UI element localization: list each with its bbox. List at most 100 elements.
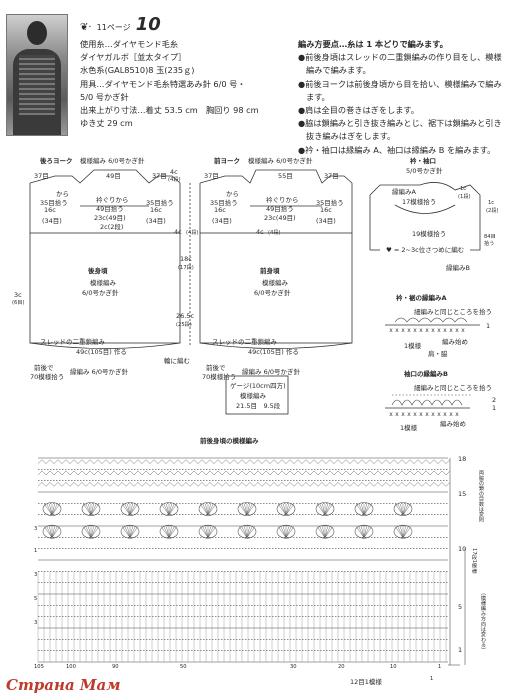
edging-b-row1: 1 <box>492 404 497 412</box>
chart-shell-stitch <box>90 503 94 516</box>
instruction-line: ます。 <box>306 91 330 102</box>
chart-shell-stitch <box>363 503 367 516</box>
front-body-outline <box>199 232 353 344</box>
collar-pick17: 17模様拾う <box>402 198 437 206</box>
chart-shell-stitch <box>207 526 214 538</box>
front-thread: スレッドの二重鎖編み <box>212 338 277 346</box>
chart-shell-stitch <box>402 503 411 516</box>
chart-shell-stitch <box>85 526 92 538</box>
front-width-55: 55目 <box>278 172 293 180</box>
front-bottom-a: 前後で <box>206 364 226 372</box>
chart-shell-stitch <box>356 503 365 516</box>
collar-hook: 5/0号かぎ針 <box>406 167 443 175</box>
instructions-block: 編み方要点…糸は 1 本どりで編みます。 ●前後身頃はスレッドの二重鎖編みの作り… <box>298 38 502 157</box>
chart-shell-motif <box>120 524 140 539</box>
chart-shell-stitch <box>363 503 372 516</box>
page-ref: 11ページ <box>96 23 131 32</box>
front-left-b: 16c <box>214 206 226 214</box>
edging-b-start: 編み始め <box>440 420 466 428</box>
chart-shell-stitch <box>361 526 365 538</box>
chart-shell-motif <box>354 524 374 539</box>
chart-shell-stitch <box>205 503 209 516</box>
pattern-number: 10 <box>135 14 161 35</box>
collar-edge-a: 縁編みA <box>392 188 416 196</box>
front-depth-rows: (4段) <box>268 230 281 236</box>
chart-tick: 10 <box>390 664 397 670</box>
materials-line: 出来上がり寸法…着丈 53.5 cm 胸回り 98 cm <box>80 105 259 116</box>
back-body-outline <box>29 232 181 344</box>
chart-shell-stitch <box>324 503 328 516</box>
chart-shell-stitch <box>49 503 53 516</box>
chart-shell-motif <box>159 524 179 539</box>
front-right-c: (34目) <box>316 217 336 225</box>
chart-zigzag-row <box>37 459 451 464</box>
chart-shell-motif <box>42 524 62 539</box>
edging-a-shoulder: 肩・脇 <box>428 350 448 358</box>
chart-shell-motif <box>393 524 413 539</box>
chart-shell-stitch <box>283 503 287 516</box>
chart-shell-stitch <box>202 503 209 516</box>
watermark-logo: Страна Мам <box>6 676 121 694</box>
chart-shell-stitch <box>129 526 133 538</box>
chart-shell-stitch <box>163 526 170 538</box>
ring-note: 輪に編む <box>164 357 190 365</box>
front-right-b: 16c <box>320 206 332 214</box>
chart-shell-stitch <box>363 526 370 538</box>
chart-shell-stitch <box>402 526 411 538</box>
chart-shell-stitch <box>51 526 55 538</box>
chart-shell-stitch <box>241 503 248 516</box>
chart-shell-motif <box>81 524 101 539</box>
back-right-a: 35目拾う <box>146 199 174 207</box>
chart-shell-stitch <box>46 503 53 516</box>
chart-shell-stitch <box>83 503 92 516</box>
front-mid-a: 衿ぐりから <box>266 196 299 204</box>
collar-r84b: 拾う <box>484 241 495 247</box>
chart-shell-stitch <box>205 526 209 538</box>
chart-row-5: 5 <box>458 603 463 611</box>
measure-depth: 4c <box>174 228 182 236</box>
chart-shell-stitch <box>239 503 248 516</box>
chart-shell-stitch <box>324 503 331 516</box>
chart-shell-stitch <box>246 526 253 538</box>
materials-line: 5/0 号かぎ針 <box>80 91 129 102</box>
page-header: ❦· 11ページ 10 <box>80 14 161 35</box>
chart-shell-stitch <box>200 526 209 538</box>
chart-shell-stitch <box>166 526 170 538</box>
back-base: 49c(105目) 作る <box>76 348 127 356</box>
chart-shell-stitch <box>239 526 248 538</box>
back-width-37: 37目 <box>152 172 167 180</box>
chart-shell-stitch <box>44 503 53 516</box>
edging-b-unit: 1模様 <box>400 424 418 432</box>
chart-shell-stitch <box>278 503 287 516</box>
front-left-c: (34目) <box>212 217 232 225</box>
chart-shell-stitch <box>168 526 175 538</box>
edging-a-title: 衿・裾の縁編みA <box>396 294 447 302</box>
chart-shell-stitch <box>202 526 209 538</box>
measure-18: 18c <box>180 255 192 263</box>
chart-shell-stitch <box>358 503 365 516</box>
chart-shell-stitch <box>244 526 248 538</box>
collar-note: ♥ = 2~3c位さつめに編む <box>386 246 465 254</box>
chart-shell-stitch <box>168 503 172 516</box>
gauge-title: ゲージ(10cm四方) <box>230 382 286 390</box>
chart-shell-stitch <box>402 526 409 538</box>
back-mid-d: 2c(2段) <box>100 223 124 231</box>
collar-edge-b: 縁編みB <box>446 264 470 272</box>
chart-shell-stitch <box>129 526 138 538</box>
chart-shell-stitch <box>207 503 214 516</box>
chart-shell-stitch <box>88 526 92 538</box>
measure-265-rows: (25段) <box>176 322 192 328</box>
materials-line: 使用糸…ダイヤモンド毛糸 <box>80 39 179 49</box>
chart-shell-stitch <box>363 526 372 538</box>
collar-r1r: (1段) <box>458 194 471 200</box>
chart-shell-stitch <box>246 526 255 538</box>
chart-shell-stitch <box>168 526 172 538</box>
chart-side-note: 17段1模様 <box>471 548 477 574</box>
chart-shell-stitch <box>168 526 177 538</box>
chart-shell-motif <box>393 502 413 516</box>
edging-b-title: 袖口の縁編みB <box>404 370 448 378</box>
chart-shell-stitch <box>361 503 365 516</box>
chart-shell-stitch <box>49 526 53 538</box>
chart-shell-stitch <box>90 503 99 516</box>
back-bottom-b: 70模様拾う <box>30 373 65 381</box>
